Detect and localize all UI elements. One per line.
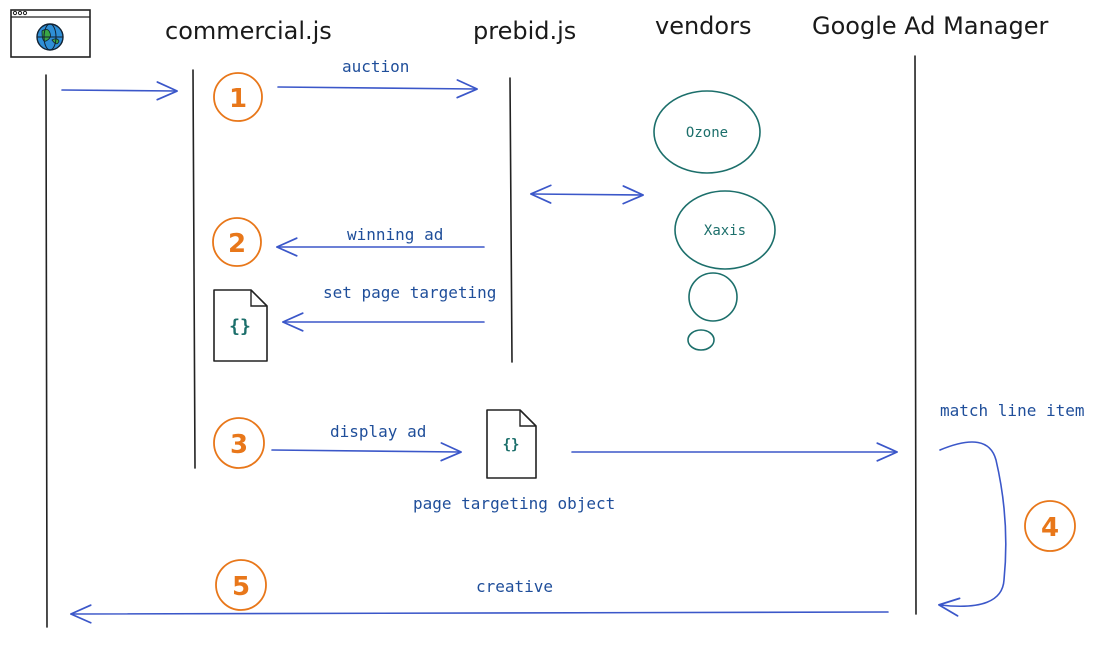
step-2-number: 2	[228, 229, 246, 259]
arrow-display-ad	[271, 442, 462, 462]
vendor-xaxis-label: Xaxis	[704, 223, 746, 239]
vendor-bubble-small	[688, 272, 738, 322]
json-document-icon: {}	[213, 289, 268, 362]
arrow-browser-to-commercial	[61, 81, 178, 101]
object-brace-glyph: {}	[503, 437, 520, 453]
lifeline-commercial	[192, 69, 196, 469]
lifeline-prebid	[509, 77, 513, 363]
label-page-targeting-object: page targeting object	[413, 494, 615, 513]
arrow-prebid-vendors	[530, 184, 644, 205]
step-4: 4	[1024, 500, 1076, 552]
label-creative: creative	[476, 577, 553, 596]
vendor-bubble-tiny	[687, 329, 715, 351]
header-prebid: prebid.js	[473, 17, 576, 45]
label-winning-ad: winning ad	[347, 225, 443, 244]
header-commercial: commercial.js	[165, 17, 332, 45]
lifeline-browser	[45, 74, 48, 628]
lifeline-gam	[914, 55, 917, 615]
page-targeting-object-icon: {}	[486, 409, 537, 479]
vendor-ozone-label: Ozone	[686, 125, 728, 141]
step-5-number: 5	[232, 572, 250, 602]
browser-globe-icon	[10, 9, 91, 58]
step-2: 2	[212, 217, 262, 267]
arrow-creative	[70, 604, 889, 624]
step-5: 5	[215, 559, 267, 611]
json-brace-glyph: {}	[229, 316, 251, 337]
header-gam: Google Ad Manager	[812, 12, 1048, 40]
vendor-xaxis: Xaxis	[674, 190, 776, 270]
step-4-number: 4	[1041, 513, 1059, 543]
step-3-number: 3	[230, 430, 248, 460]
step-1-number: 1	[229, 84, 247, 114]
label-display-ad: display ad	[330, 422, 426, 441]
label-match-line-item: match line item	[940, 401, 1085, 420]
step-3: 3	[213, 417, 265, 469]
header-vendors: vendors	[655, 12, 751, 40]
arrow-match-line-item	[938, 441, 1007, 617]
label-auction: auction	[342, 57, 409, 76]
label-set-page-targeting: set page targeting	[323, 283, 496, 302]
step-1: 1	[213, 72, 263, 122]
vendor-ozone: Ozone	[653, 90, 761, 174]
arrow-auction	[277, 79, 478, 99]
